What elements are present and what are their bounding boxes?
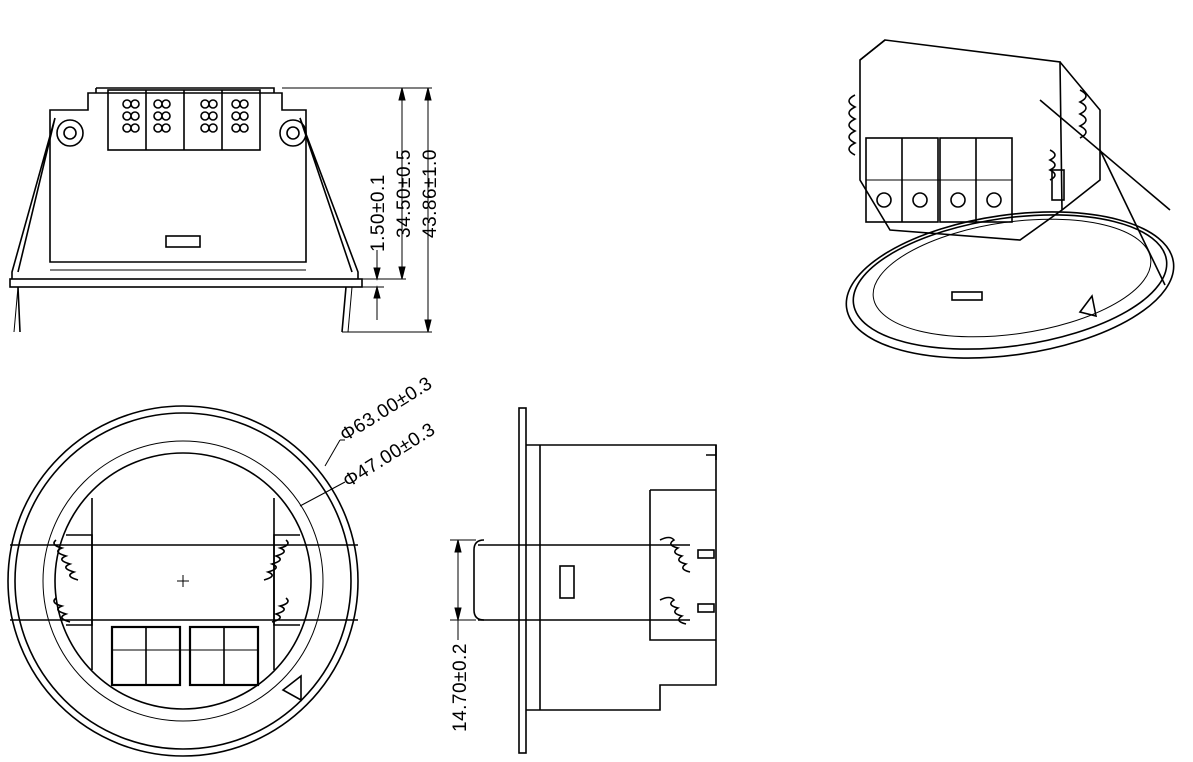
isometric-view bbox=[845, 39, 1175, 359]
dim-total-height: 43.86±1.0 bbox=[420, 149, 441, 238]
terminal-block-front bbox=[107, 89, 261, 151]
side-view: 14.70±0.2 bbox=[450, 407, 717, 754]
dim-flange-thickness: 1.50±0.1 bbox=[368, 174, 389, 252]
front-view bbox=[9, 87, 363, 333]
bottom-view: Φ63.00±0.3 Φ47.00±0.3 bbox=[7, 373, 439, 757]
front-dimensions: 1.50±0.1 34.50±0.5 43.86±1.0 bbox=[282, 87, 441, 333]
dim-spring-span: 14.70±0.2 bbox=[450, 643, 471, 732]
dim-body-height: 34.50±0.5 bbox=[394, 149, 415, 238]
